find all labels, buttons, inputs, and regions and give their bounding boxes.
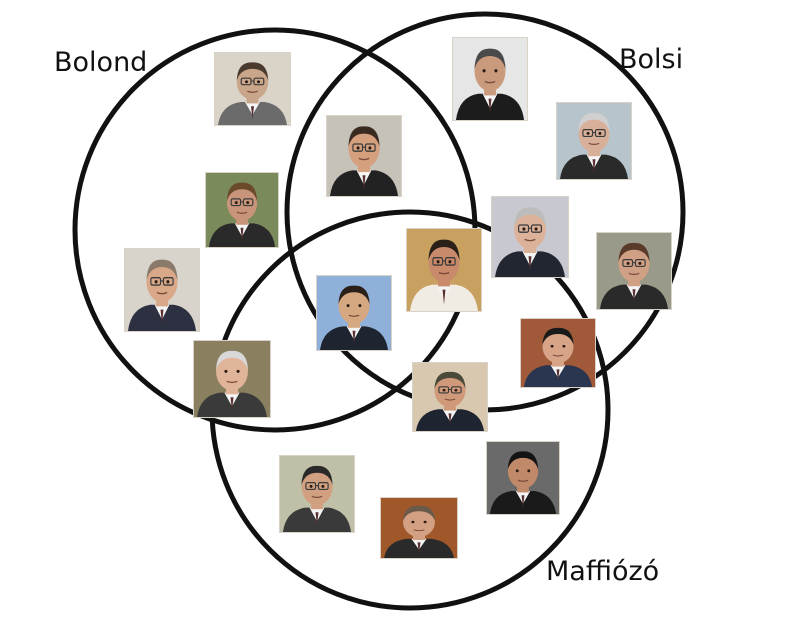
portrait-photo [486, 441, 560, 515]
person-portrait-icon [125, 249, 199, 331]
person-portrait-icon [492, 197, 568, 277]
label-bolsi: Bolsi [619, 44, 684, 75]
person-portrait-icon [407, 229, 481, 311]
portrait-photo [326, 115, 402, 197]
portrait-photo [279, 455, 355, 533]
person-portrait-icon [557, 103, 631, 179]
portrait-photo [556, 102, 632, 180]
portrait-photo [205, 172, 279, 248]
portrait-photo [491, 196, 569, 278]
portrait-photo [596, 232, 672, 310]
person-portrait-icon [381, 498, 457, 558]
label-bolond: Bolond [54, 47, 148, 78]
person-portrait-icon [194, 341, 270, 417]
portrait-photo [380, 497, 458, 559]
portrait-photo [316, 275, 392, 351]
person-portrait-icon [597, 233, 671, 309]
person-portrait-icon [317, 276, 391, 350]
person-portrait-icon [327, 116, 401, 196]
person-portrait-icon [521, 319, 595, 387]
person-portrait-icon [280, 456, 354, 532]
portrait-photo [193, 340, 271, 418]
portrait-photo [406, 228, 482, 312]
person-portrait-icon [413, 363, 487, 431]
portrait-photo [214, 52, 291, 126]
portrait-photo [452, 37, 528, 121]
person-portrait-icon [487, 442, 559, 514]
portrait-photo [520, 318, 596, 388]
label-maffiozo: Maffiózó [546, 556, 660, 587]
portrait-photo [412, 362, 488, 432]
portrait-photo [124, 248, 200, 332]
person-portrait-icon [215, 53, 290, 125]
person-portrait-icon [206, 173, 278, 247]
person-portrait-icon [453, 38, 527, 120]
